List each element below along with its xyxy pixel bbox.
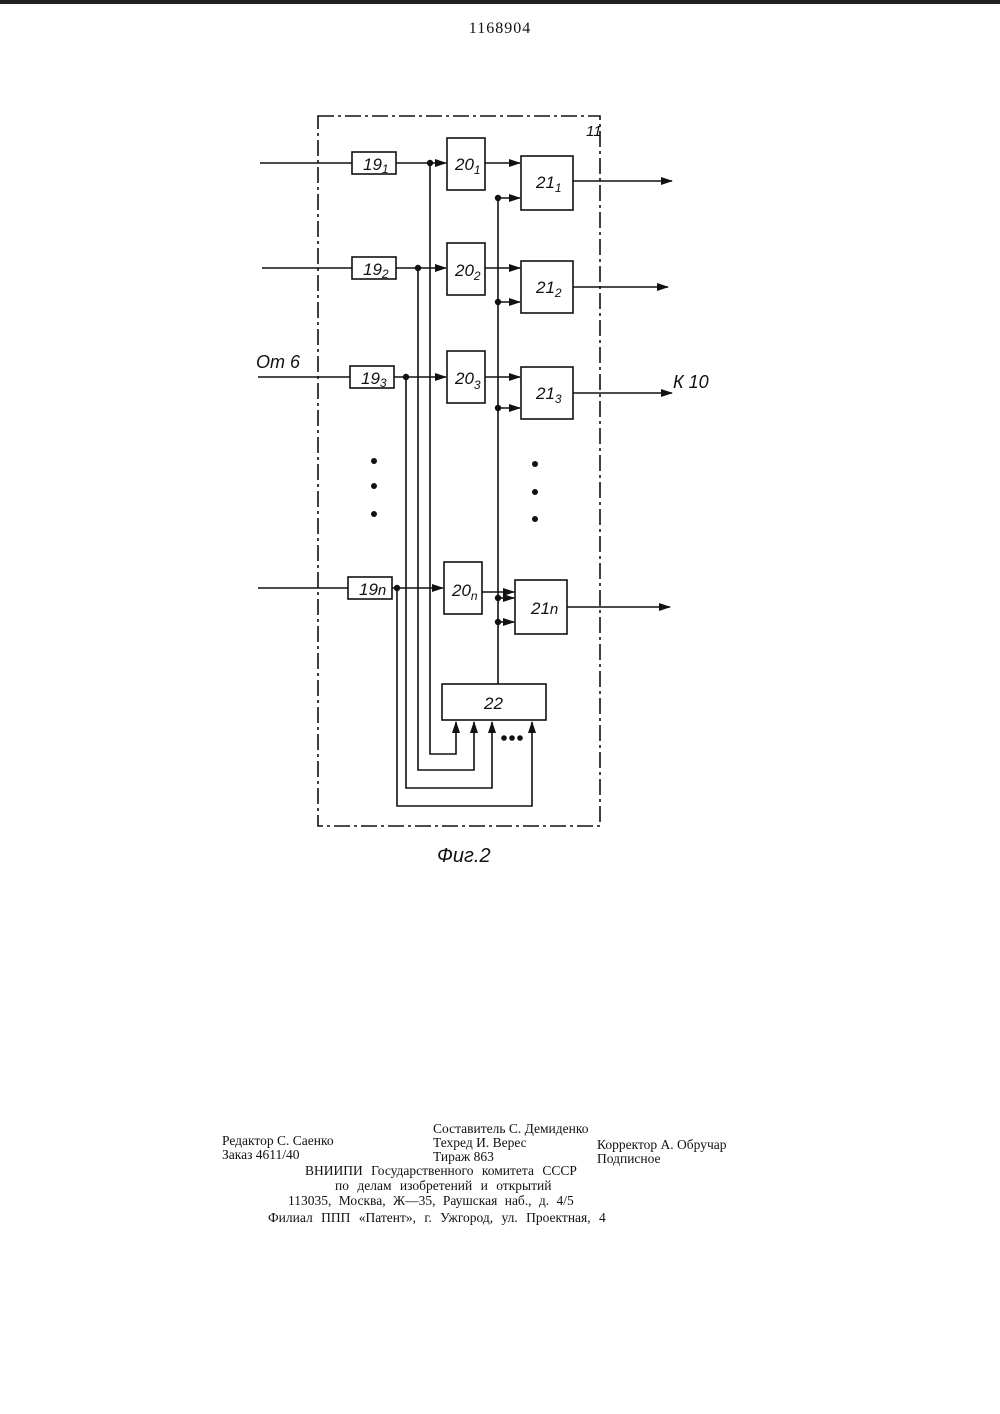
label-20-3: 203 [454,369,481,392]
label-21-n: 21n [530,599,558,618]
label-19-1: 191 [363,155,389,176]
label-20-n: 20n [451,581,478,603]
label-20-2: 202 [454,261,481,283]
input-label-from-6: От 6 [256,352,301,372]
label-21-2: 212 [535,278,562,300]
figure-caption: Фиг.2 [437,845,491,867]
label-19-2: 192 [363,260,389,281]
unit-11-label: 11 [586,123,602,140]
label-20-1: 201 [454,155,481,177]
label-21-3: 213 [535,384,562,406]
label-21-1: 211 [535,173,562,195]
label-19-3: 193 [361,369,387,390]
subscription-line: Подписное [597,1151,661,1167]
order-line: Заказ 4611/40 [222,1147,300,1163]
block-diagram: 191 192 193 19n 201 202 203 20n 211 212 … [0,0,1000,900]
label-19-n: 19n [359,580,386,599]
org-line-2: по делам изобретений и открытий [335,1178,551,1194]
org-line-3: 113035, Москва, Ж—35, Раушская наб., д. … [288,1193,574,1209]
label-22: 22 [483,694,503,713]
branch-line: Филиал ППП «Патент», г. Ужгород, ул. Про… [268,1210,606,1226]
output-label-to-10: К 10 [673,372,709,392]
org-line-1: ВНИИПИ Государственного комитета СССР [305,1163,577,1179]
